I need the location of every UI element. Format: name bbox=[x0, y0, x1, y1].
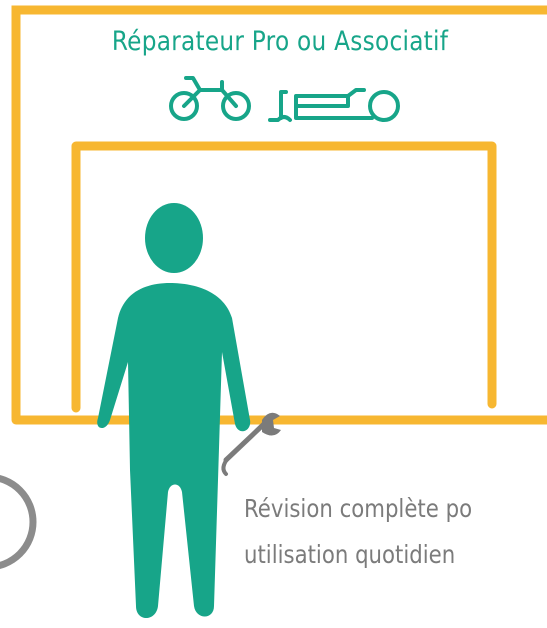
caption-line-1: Révision complète po bbox=[244, 494, 473, 523]
bicycle-icon bbox=[169, 76, 251, 121]
mechanic-figure bbox=[97, 203, 251, 618]
workshop-doorway-frame bbox=[71, 141, 497, 413]
workshop-outer-frame bbox=[11, 5, 547, 423]
mechanic-body bbox=[97, 283, 251, 618]
partial-circle-decoration bbox=[0, 475, 37, 569]
mechanic-head bbox=[145, 203, 203, 273]
wrench-icon bbox=[221, 412, 281, 476]
cargo-bike-icon bbox=[268, 88, 400, 122]
caption-line-2: utilisation quotidien bbox=[244, 540, 456, 569]
workshop-sign-title: Réparateur Pro ou Associatif bbox=[111, 26, 449, 57]
